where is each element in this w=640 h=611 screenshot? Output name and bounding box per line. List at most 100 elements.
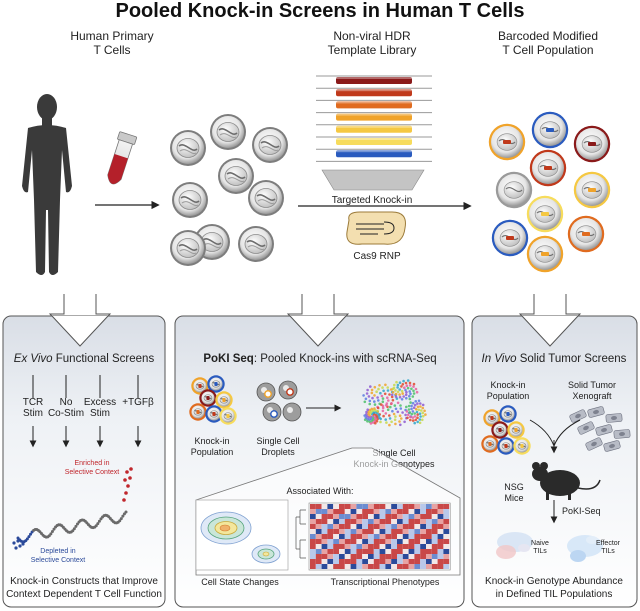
heatmap-cell	[437, 554, 444, 559]
heatmap-cell	[327, 524, 334, 529]
heatmap-cell	[391, 564, 397, 569]
heatmap-cell	[310, 509, 316, 514]
tumor-cell-nucleus	[609, 443, 615, 449]
tumor-cell-nucleus	[575, 413, 581, 419]
heatmap-cell	[443, 524, 450, 529]
umap-point	[419, 405, 422, 408]
heatmap-cell	[362, 554, 368, 559]
heatmap-cell	[350, 544, 357, 549]
heatmap-cell	[362, 509, 368, 514]
heatmap-cell	[414, 559, 421, 564]
heatmap-cell	[362, 534, 368, 539]
cell-barcode	[196, 410, 200, 414]
scatter-point	[27, 535, 31, 539]
heatmap-cell	[373, 559, 380, 564]
heatmap-cell	[391, 524, 397, 529]
umap-point	[412, 389, 415, 393]
heatmap-cell	[402, 534, 409, 539]
heatmap-cell	[408, 549, 415, 554]
umap-point	[371, 396, 374, 400]
droplet-highlight	[287, 407, 293, 413]
tumor-cell	[587, 406, 605, 418]
umap-point	[388, 423, 391, 427]
cell-barcode	[588, 142, 596, 146]
umap-point	[411, 395, 415, 398]
heatmap-cell	[373, 504, 380, 509]
heatmap-cell	[339, 534, 345, 539]
umap-point	[416, 405, 420, 409]
heatmap-cell	[333, 539, 339, 544]
heatmap-cell	[350, 529, 357, 534]
umap-point	[373, 407, 376, 410]
hdr-template-bar	[336, 138, 412, 145]
umap-point	[364, 397, 368, 401]
heatmap-cell	[339, 559, 345, 564]
heatmap-cell	[431, 529, 438, 534]
umap-point	[374, 417, 378, 421]
umap-point	[417, 408, 421, 412]
heatmap-cell	[379, 519, 386, 524]
cell-barcode	[504, 444, 508, 448]
heatmap-cell	[408, 539, 415, 544]
umap-point	[393, 404, 397, 407]
heatmap-cell	[356, 529, 363, 534]
heatmap-cell	[333, 534, 339, 539]
heatmap-cell	[443, 504, 450, 509]
heatmap-cell	[339, 504, 345, 509]
heatmap-cell	[333, 529, 339, 534]
umap-point	[408, 381, 412, 385]
umap-point	[376, 412, 379, 415]
umap-point	[383, 392, 387, 396]
heatmap-cell	[437, 564, 444, 569]
heatmap-cell	[310, 554, 316, 559]
heatmap-cell	[443, 559, 450, 564]
heatmap-cell	[333, 504, 339, 509]
heatmap-cell	[368, 529, 374, 534]
umap-point	[396, 386, 399, 389]
umap-point	[401, 383, 405, 386]
heatmap-cell	[426, 554, 432, 559]
umap-point	[409, 401, 412, 404]
umap-point	[411, 410, 415, 413]
heatmap-cell	[333, 559, 339, 564]
heatmap-cell	[315, 519, 322, 524]
heatmap-cell	[356, 534, 363, 539]
heatmap-cell	[368, 554, 374, 559]
umap-point	[399, 407, 403, 410]
heatmap-cell	[443, 564, 450, 569]
heatmap-cell	[310, 539, 316, 544]
cell-barcode	[520, 444, 524, 448]
heatmap-cell	[373, 549, 380, 554]
heatmap-cell	[426, 514, 432, 519]
heatmap-cell	[397, 554, 403, 559]
heatmap-cell	[420, 554, 426, 559]
umap-point	[388, 417, 392, 420]
heatmap-cell	[373, 564, 380, 569]
cell-barcode	[588, 188, 596, 192]
heatmap-cell	[443, 539, 450, 544]
heatmap-cell	[414, 504, 421, 509]
heatmap-cell	[333, 549, 339, 554]
heatmap-dendrogram	[295, 509, 306, 559]
umap-point	[412, 382, 416, 386]
umap-point	[389, 405, 392, 409]
heatmap-cell	[420, 559, 426, 564]
depleted-point	[14, 546, 18, 550]
cell-barcode	[206, 396, 210, 400]
scatter-point	[96, 522, 100, 526]
effector-til-map	[567, 535, 603, 562]
t-cell	[247, 179, 285, 217]
umap-point	[412, 385, 415, 388]
heatmap-cell	[327, 549, 334, 554]
heatmap-cell	[321, 554, 328, 559]
umap-point	[381, 406, 385, 410]
heatmap-cell	[379, 514, 386, 519]
heatmap-cell	[321, 529, 328, 534]
umap-point	[380, 403, 383, 406]
heatmap-cell	[443, 554, 450, 559]
heatmap-cell	[420, 509, 426, 514]
cell-barcode	[498, 428, 502, 432]
heatmap-cell	[385, 544, 392, 549]
umap-point	[415, 390, 419, 394]
